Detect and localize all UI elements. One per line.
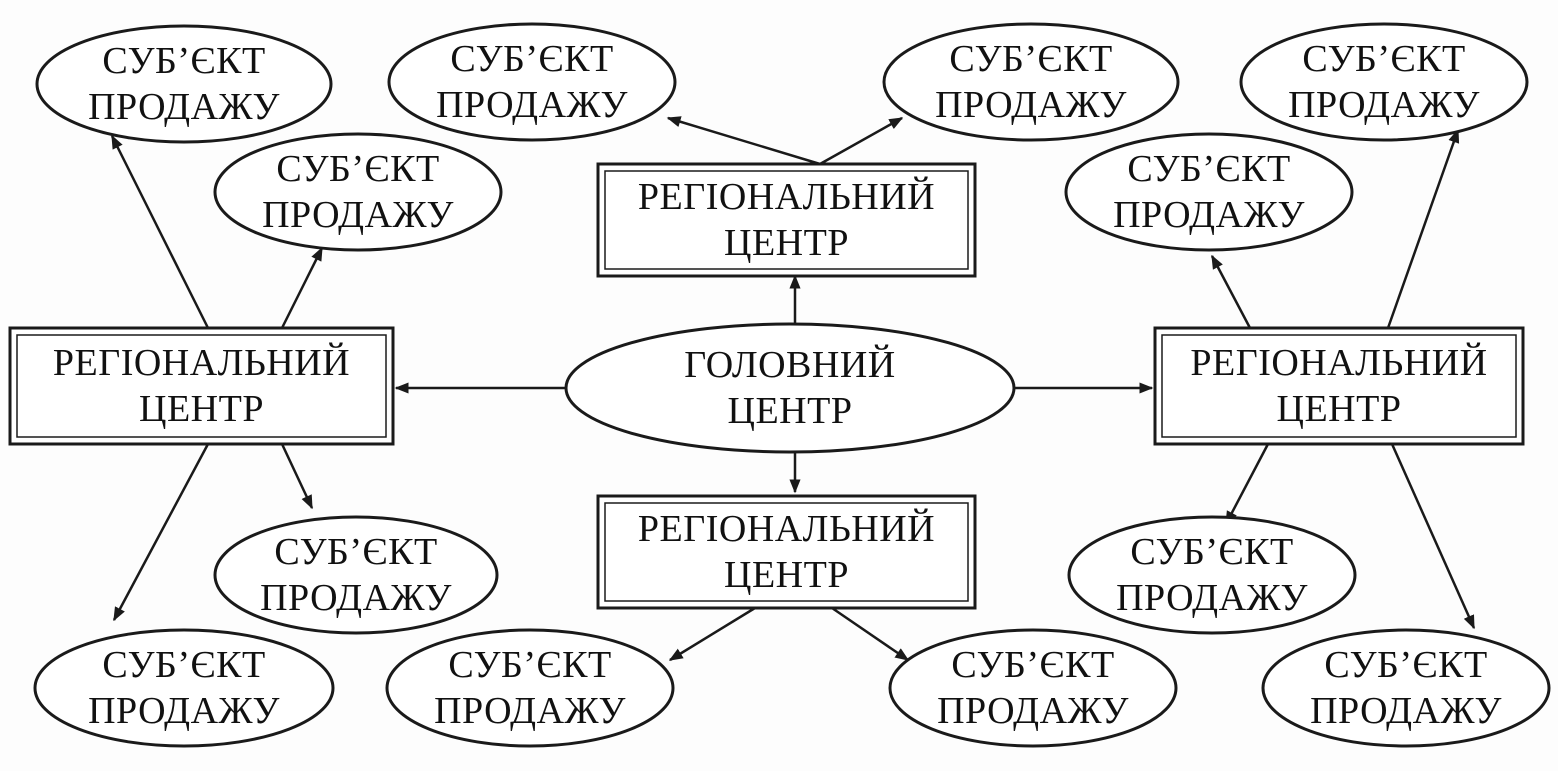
arrow-right-regional-to-subject-bottom-right bbox=[1390, 443, 1476, 630]
subject-ellipse-top-center-right bbox=[882, 22, 1180, 142]
arrow-right-regional-to-subject-top-right bbox=[1386, 128, 1460, 329]
subject-ellipse-bottom-center-left bbox=[385, 628, 675, 748]
subject-label-top-right-inner: СУБ’ЄКТ ПРОДАЖУ bbox=[1113, 148, 1305, 236]
arrow-right-regional-to-subject-top-inner bbox=[1210, 254, 1252, 329]
subject-label-bottom-right: СУБ’ЄКТ ПРОДАЖУ bbox=[1310, 644, 1502, 732]
subject-label-top-left: СУБ’ЄКТ ПРОДАЖУ bbox=[88, 40, 280, 128]
subject-ellipse-top-left bbox=[35, 24, 333, 144]
subject-label-top-center-right: СУБ’ЄКТ ПРОДАЖУ bbox=[935, 38, 1127, 126]
subject-label-bottom-right-inner: СУБ’ЄКТ ПРОДАЖУ bbox=[1116, 531, 1308, 619]
regional-center-left-label: РЕГІОНАЛЬНИЙ ЦЕНТР bbox=[52, 342, 351, 430]
arrow-left-regional-to-subject-top-inner bbox=[280, 246, 324, 329]
regional-center-right-label: РЕГІОНАЛЬНИЙ ЦЕНТР bbox=[1190, 342, 1488, 430]
regional-center-top-label: РЕГІОНАЛЬНИЙ ЦЕНТР bbox=[637, 176, 936, 264]
subject-label-bottom-center-left: СУБ’ЄКТ ПРОДАЖУ bbox=[434, 644, 626, 732]
subject-ellipse-bottom-center-right bbox=[888, 628, 1178, 748]
regional-center-top-box bbox=[596, 162, 977, 278]
arrow-left-regional-to-subject-top-left bbox=[110, 134, 210, 329]
arrow-top-regional-to-subject-right bbox=[819, 116, 904, 166]
regional-center-left-box bbox=[8, 326, 395, 446]
subject-ellipse-top-center-left bbox=[387, 22, 677, 142]
subject-ellipse-top-right bbox=[1239, 22, 1529, 142]
arrow-bottom-regional-to-subject-left bbox=[668, 606, 756, 662]
subject-label-top-left-inner: СУБ’ЄКТ ПРОДАЖУ bbox=[262, 148, 454, 236]
regional-center-right-box bbox=[1153, 326, 1525, 446]
subject-label-bottom-center-right: СУБ’ЄКТ ПРОДАЖУ bbox=[937, 644, 1129, 732]
arrow-left-regional-to-subject-bottom-inner bbox=[280, 443, 314, 510]
subject-ellipse-top-left-inner bbox=[213, 132, 503, 252]
regional-center-bottom-label: РЕГІОНАЛЬНИЙ ЦЕНТР bbox=[637, 508, 936, 596]
main-center-ellipse bbox=[564, 322, 1016, 454]
arrow-top-regional-to-subject-left bbox=[666, 116, 821, 166]
main-center-label: ГОЛОВНИЙ ЦЕНТР bbox=[684, 344, 896, 432]
subject-ellipse-top-right-inner bbox=[1064, 132, 1354, 252]
subject-ellipse-bottom-left-inner bbox=[213, 515, 499, 635]
subject-ellipse-bottom-right bbox=[1261, 628, 1551, 748]
arrow-left-regional-to-subject-bottom-left bbox=[112, 443, 210, 622]
subject-ellipse-bottom-right-inner bbox=[1067, 515, 1357, 635]
subject-label-bottom-left-inner: СУБ’ЄКТ ПРОДАЖУ bbox=[260, 531, 452, 619]
subject-label-top-right: СУБ’ЄКТ ПРОДАЖУ bbox=[1288, 38, 1480, 126]
regional-center-bottom-box bbox=[596, 494, 977, 610]
arrow-right-regional-to-subject-bottom-inner bbox=[1224, 443, 1270, 526]
subject-ellipse-bottom-left bbox=[33, 628, 335, 748]
subject-label-bottom-left: СУБ’ЄКТ ПРОДАЖУ bbox=[88, 644, 280, 732]
arrow-bottom-regional-to-subject-right bbox=[831, 606, 910, 662]
subject-label-top-center-left: СУБ’ЄКТ ПРОДАЖУ bbox=[436, 38, 628, 126]
